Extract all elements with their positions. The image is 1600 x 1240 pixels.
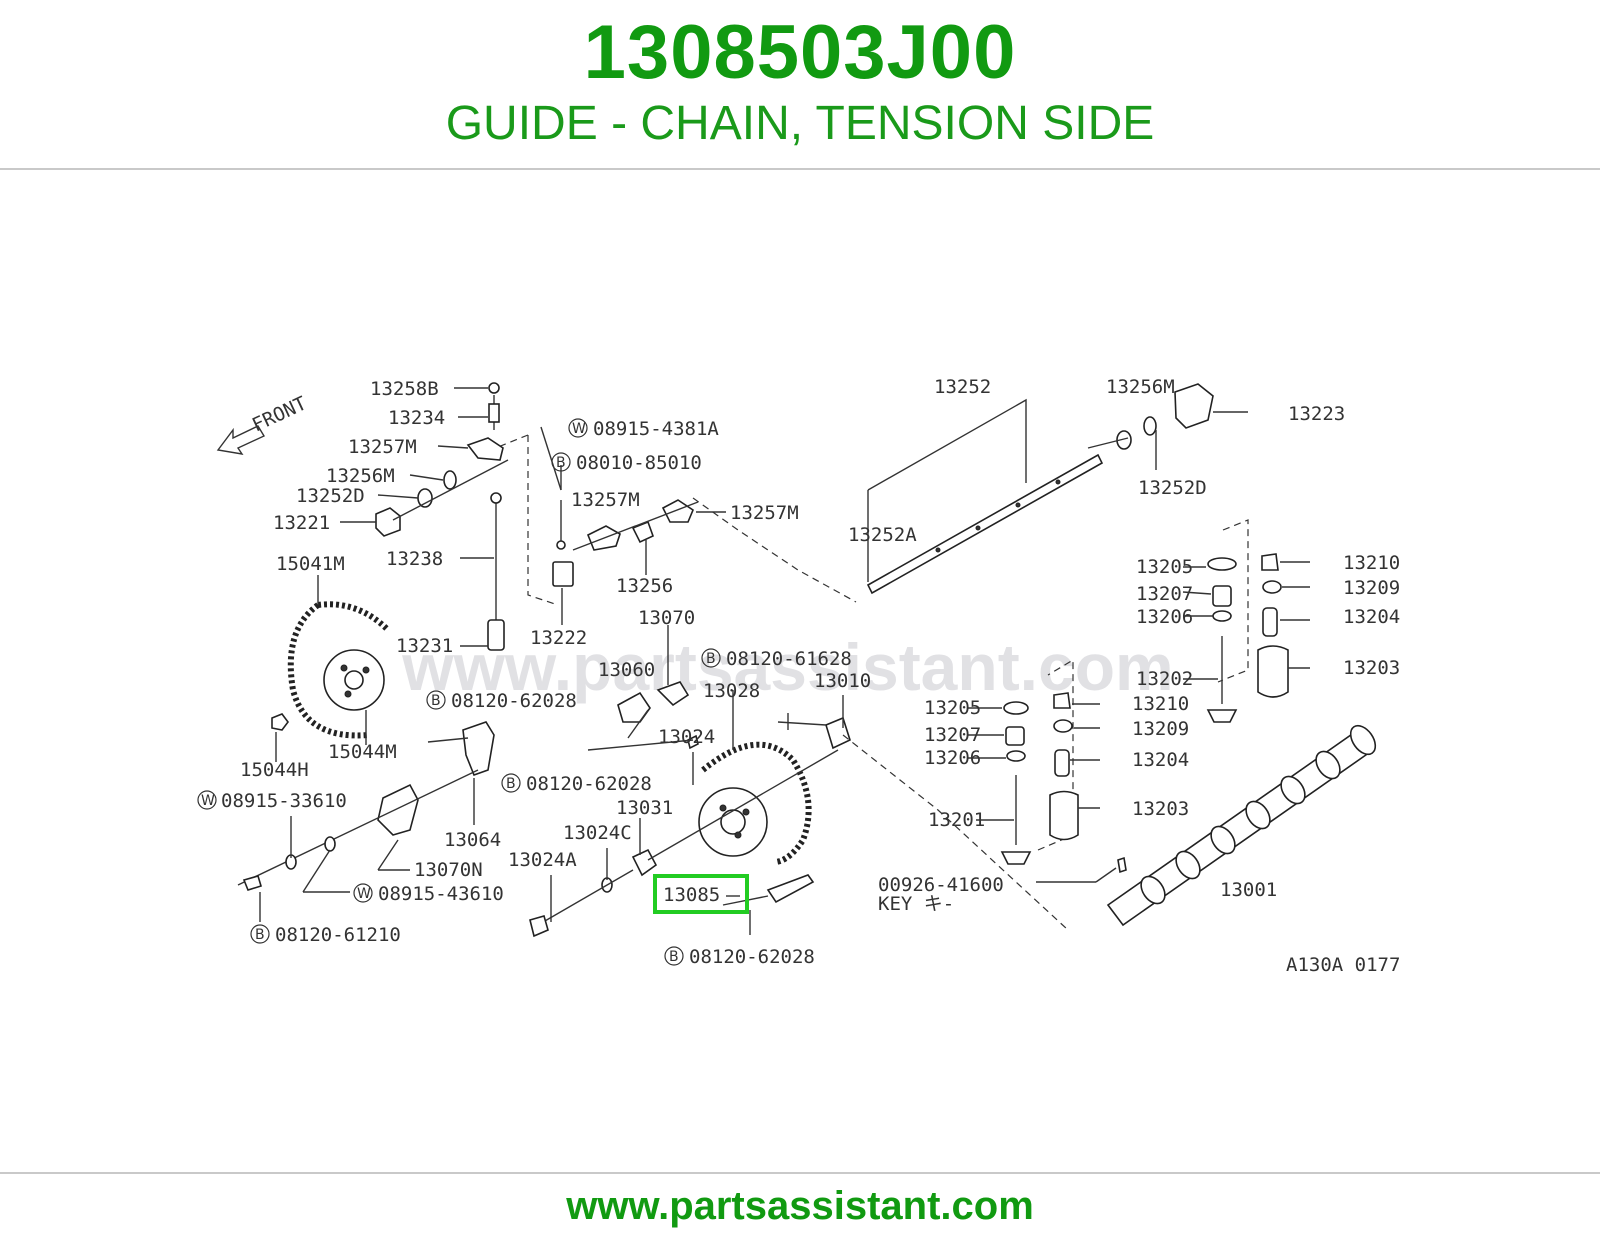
crank-sprocket [323,649,385,711]
svg-text:B: B [255,927,265,943]
label-13024a: 13024A [508,849,577,871]
label-13010: 13010 [814,670,871,692]
label-13210-a: 13210 [1343,552,1400,574]
label-08010-85010: 08010-85010 [576,452,702,474]
label-13060: 13060 [598,659,655,681]
label-13031: 13031 [616,797,673,819]
label-13252a: 13252A [848,524,917,546]
label-13203-b: 13203 [1132,798,1189,820]
chain-guide-tension-side [766,874,815,904]
label-08120-61210: 08120-61210 [275,924,401,946]
label-13207-a: 13207 [1136,583,1193,605]
label-13024c: 13024C [563,822,632,844]
part-description: GUIDE - CHAIN, TENSION SIDE [445,97,1155,150]
label-13238: 13238 [386,548,443,570]
footer-divider [0,1172,1600,1174]
label-13205-a: 13205 [1136,556,1193,578]
label-15044m: 15044M [328,741,397,763]
label-13252d-b: 13252D [1138,477,1207,499]
label-13252d-a: 13252D [296,485,365,507]
washer-badge-2: W [197,790,217,810]
label-13085[interactable]: 13085 [663,884,720,906]
label-13206-b: 13206 [924,747,981,769]
svg-text:W: W [201,793,215,809]
svg-text:W: W [357,886,371,902]
svg-text:W: W [572,421,586,437]
label-13256m-b: 13256M [1106,376,1175,398]
label-key: KEY キ- [878,893,954,915]
label-08120-62028-a: 08120-62028 [451,690,577,712]
page-header: 1308503J00 GUIDE - CHAIN, TENSION SIDE [0,0,1600,168]
bolt-badge-4: B [501,773,521,793]
svg-text:B: B [431,693,441,709]
label-13257m-a: 13257M [348,436,417,458]
label-13064: 13064 [444,829,501,851]
svg-text:B: B [706,651,716,667]
front-arrow-icon [216,425,266,455]
bolt-badge-2: B [701,648,721,668]
label-13257m-c: 13257M [730,502,799,524]
header-divider [0,168,1600,170]
label-00926-41600: 00926-41600 [878,874,1004,896]
part-number-title: 1308503J00 [583,10,1017,95]
label-13205-b: 13205 [924,697,981,719]
label-13209-a: 13209 [1343,577,1400,599]
front-label: FRONT [249,392,310,436]
watermark-text: www.partsassistant.com [401,630,1173,704]
label-13209-b: 13209 [1132,718,1189,740]
label-13070: 13070 [638,607,695,629]
bolt-badge-1: B [551,452,571,472]
label-13222: 13222 [530,627,587,649]
label-13204-a: 13204 [1343,606,1400,628]
label-08120-62028-b: 08120-62028 [526,773,652,795]
label-13207-b: 13207 [924,724,981,746]
label-13256: 13256 [616,575,673,597]
label-15044h: 15044H [240,759,309,781]
parts-diagram: www.partsassistant.com FRONT [178,330,1418,1020]
label-13206-a: 13206 [1136,606,1193,628]
washer-badge-1: W [568,418,588,438]
label-13258b: 13258B [370,378,439,400]
label-13202: 13202 [1136,668,1193,690]
label-13028: 13028 [703,680,760,702]
svg-text:B: B [506,776,516,792]
bolt-badge-5: B [250,924,270,944]
label-08915-43610: 08915-43610 [378,883,504,905]
camshaft [1106,724,1377,927]
rocker-shaft [866,453,1104,595]
bolt-badge-3: B [426,690,446,710]
label-15041m: 15041M [276,553,345,575]
washer-badge-3: W [353,883,373,903]
label-13223: 13223 [1288,403,1345,425]
label-13203-a: 13203 [1343,657,1400,679]
label-13210-b: 13210 [1132,693,1189,715]
cam-sprocket [698,787,768,857]
label-13204-b: 13204 [1132,749,1189,771]
label-13070n: 13070N [414,859,483,881]
label-13221: 13221 [273,512,330,534]
label-13234: 13234 [388,407,445,429]
highlight-box-13085[interactable] [653,874,749,914]
label-13231: 13231 [396,635,453,657]
timing-chain-left [287,601,391,739]
label-13024: 13024 [658,726,715,748]
svg-text:B: B [556,455,566,471]
label-13256m-a: 13256M [326,465,395,487]
label-08120-61628: 08120-61628 [726,648,852,670]
label-08915-33610: 08915-33610 [221,790,347,812]
label-08915-4381a: 08915-4381A [593,418,719,440]
label-13257m-b: 13257M [571,489,640,511]
label-13001: 13001 [1220,879,1277,901]
svg-text:B: B [669,949,679,965]
label-08120-62028-c: 08120-62028 [689,946,815,968]
label-13201: 13201 [928,809,985,831]
label-13252: 13252 [934,376,991,398]
diagram-code: A130A 0177 [1286,954,1400,976]
footer-url[interactable]: www.partsassistant.com [566,1184,1034,1228]
bolt-badge-6: B [664,946,684,966]
